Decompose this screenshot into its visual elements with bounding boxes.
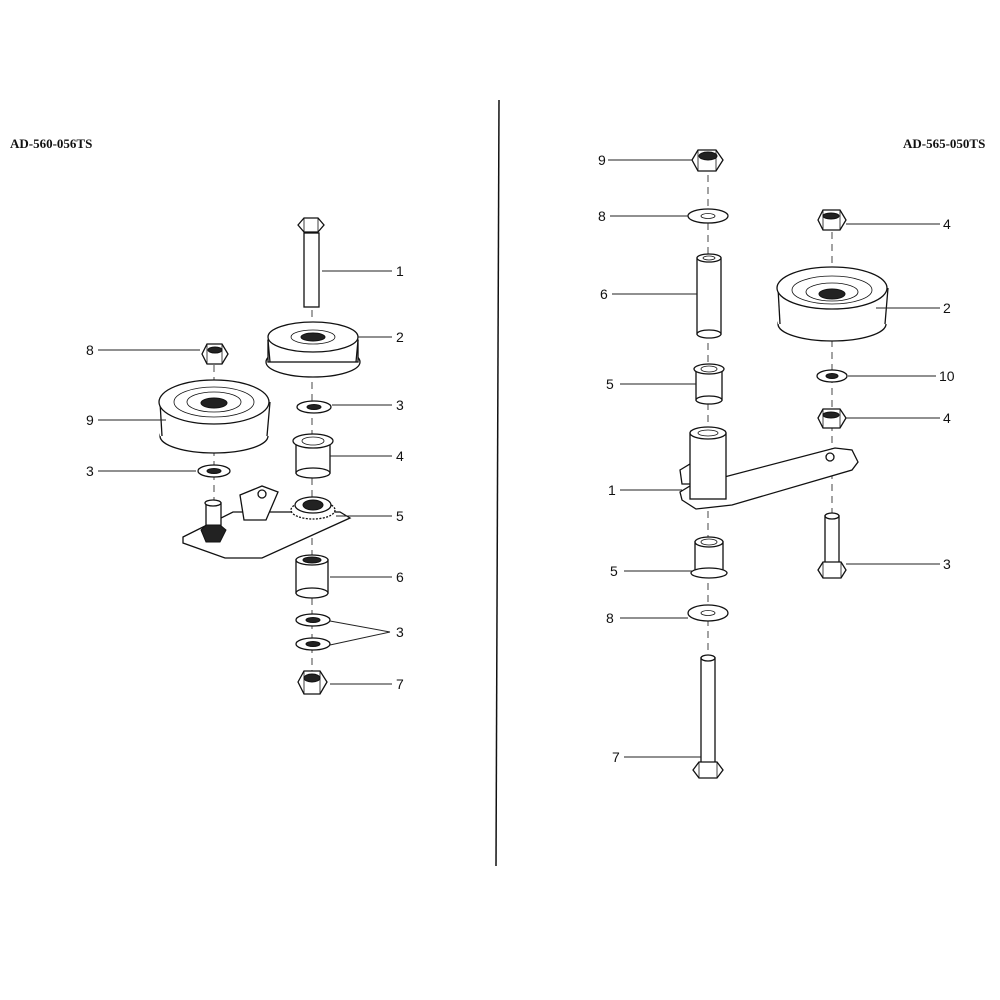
right-part-nut-upper	[817, 209, 847, 231]
right-part-washer-bottom	[687, 604, 729, 622]
right-part-nut-top	[691, 149, 724, 172]
right-callout-1: 1	[608, 482, 616, 498]
left-part-washers-b	[295, 613, 331, 651]
left-part-washer-c	[197, 464, 231, 478]
right-callout-3: 3	[943, 556, 951, 572]
right-callout-9: 9	[598, 152, 606, 168]
left-callout-3-upper: 3	[396, 397, 404, 413]
left-callout-2: 2	[396, 329, 404, 345]
right-callout-5-lower: 5	[610, 563, 618, 579]
left-callout-4: 4	[396, 448, 404, 464]
right-part-washer-small	[816, 369, 848, 383]
left-callout-9: 9	[86, 412, 94, 428]
left-part-bushing	[295, 554, 329, 599]
left-assembly-title: AD-560-056TS	[10, 136, 92, 151]
left-callout-1: 1	[396, 263, 404, 279]
right-part-pulley	[776, 266, 889, 342]
left-assembly	[98, 217, 392, 695]
right-part-arm	[679, 426, 859, 510]
left-callout-3-left: 3	[86, 463, 94, 479]
left-part-bearing	[290, 496, 336, 520]
right-part-bolt	[817, 512, 847, 579]
left-callout-7: 7	[396, 676, 404, 692]
left-callout-6: 6	[396, 569, 404, 585]
right-part-flanged-bushing-bottom	[690, 536, 728, 579]
right-assembly	[608, 149, 940, 779]
right-callout-7: 7	[612, 749, 620, 765]
right-callout-10: 10	[939, 368, 955, 384]
right-callout-5-upper: 5	[606, 376, 614, 392]
left-part-pulley-large	[158, 379, 271, 454]
left-part-bolt	[297, 217, 325, 308]
left-part-flanged-bushing	[292, 433, 334, 479]
right-assembly-title: AD-565-050TS	[903, 136, 985, 151]
left-callout-5: 5	[396, 508, 404, 524]
right-callout-4-upper: 4	[943, 216, 951, 232]
right-part-long-bolt	[692, 654, 724, 779]
center-divider	[495, 99, 500, 867]
left-callout-8: 8	[86, 342, 94, 358]
left-part-pulley-small	[265, 321, 361, 378]
right-callout-4-lower: 4	[943, 410, 951, 426]
left-part-arm-bracket	[182, 485, 352, 559]
right-callout-8-lower: 8	[606, 610, 614, 626]
right-part-nut-lower	[817, 408, 847, 429]
right-callout-8-upper: 8	[598, 208, 606, 224]
right-part-flanged-bushing-top	[693, 363, 725, 405]
left-part-nut-small	[201, 343, 229, 365]
right-part-tube	[696, 253, 722, 339]
right-callout-2: 2	[943, 300, 951, 316]
right-callout-6: 6	[600, 286, 608, 302]
left-part-nut	[297, 670, 328, 695]
right-part-washer-top	[687, 208, 729, 224]
left-callout-3-lower: 3	[396, 624, 404, 640]
left-part-washer-a	[296, 400, 332, 414]
